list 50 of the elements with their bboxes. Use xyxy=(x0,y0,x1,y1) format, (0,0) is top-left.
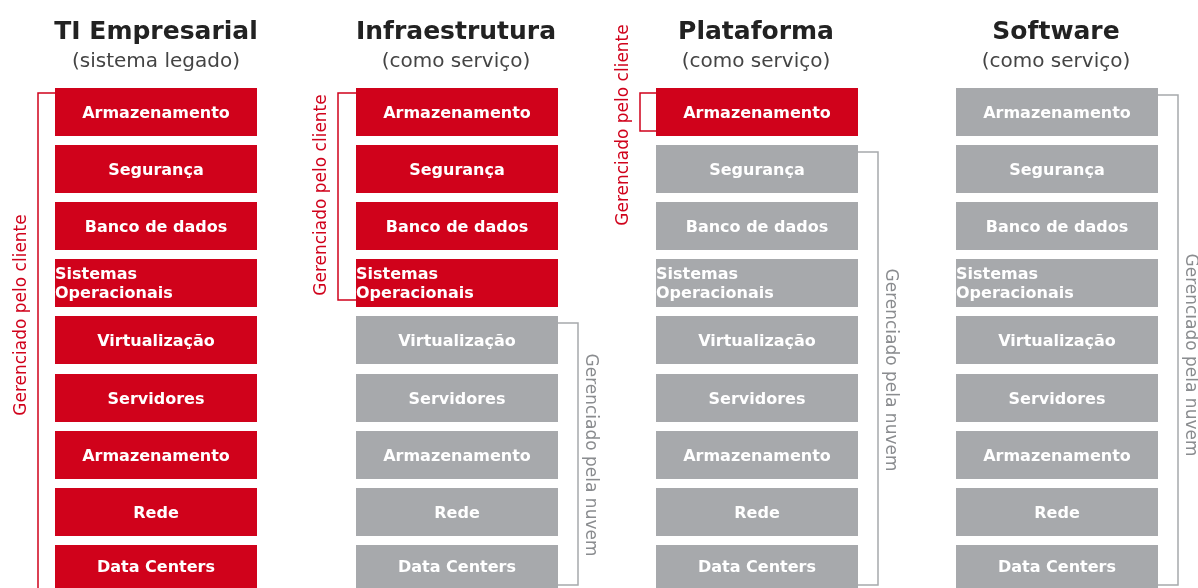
layer-box: Data Centers xyxy=(356,545,558,588)
column-title: TI Empresarial xyxy=(54,15,258,45)
layer-box: Servidores xyxy=(55,374,257,422)
layer-box: Virtualização xyxy=(656,316,858,364)
column-title: Infraestrutura xyxy=(356,15,556,45)
layer-box: Armazenamento xyxy=(55,88,257,136)
layer-box: Segurança xyxy=(55,145,257,193)
column-subtitle: (como serviço) xyxy=(681,48,831,72)
column-title: Software xyxy=(992,15,1120,45)
layer-box: Armazenamento xyxy=(656,431,858,479)
layer-box: Data Centers xyxy=(55,545,257,588)
layer-box: Servidores xyxy=(356,374,558,422)
bracket-label: Gerenciado pela nuvem xyxy=(1182,253,1198,457)
layer-box: Banco de dados xyxy=(55,202,257,250)
layer-box: Sistemas Operacionais xyxy=(55,259,257,307)
layer-box: Rede xyxy=(956,488,1158,536)
bracket-label: Gerenciado pelo cliente xyxy=(612,24,632,226)
bracket-label: Gerenciado pelo cliente xyxy=(10,214,30,416)
layer-box: Armazenamento xyxy=(956,88,1158,136)
layer-box: Segurança xyxy=(356,145,558,193)
layer-box: Sistemas Operacionais xyxy=(356,259,558,307)
layer-box: Sistemas Operacionais xyxy=(656,259,858,307)
layer-box: Data Centers xyxy=(656,545,858,588)
layer-box: Armazenamento xyxy=(656,88,858,136)
layer-box: Virtualização xyxy=(356,316,558,364)
layer-box: Data Centers xyxy=(956,545,1158,588)
layer-box: Servidores xyxy=(656,374,858,422)
column-subtitle: (como serviço) xyxy=(381,48,531,72)
layer-box: Banco de dados xyxy=(656,202,858,250)
layer-box: Armazenamento xyxy=(356,431,558,479)
layer-box: Banco de dados xyxy=(956,202,1158,250)
layer-box: Segurança xyxy=(956,145,1158,193)
layer-box: Sistemas Operacionais xyxy=(956,259,1158,307)
layer-box: Servidores xyxy=(956,374,1158,422)
bracket-label: Gerenciado pela nuvem xyxy=(582,353,602,557)
layer-box: Banco de dados xyxy=(356,202,558,250)
column-subtitle: (como serviço) xyxy=(981,48,1131,72)
layer-box: Rede xyxy=(656,488,858,536)
layer-box: Segurança xyxy=(656,145,858,193)
layer-box: Rede xyxy=(356,488,558,536)
layer-box: Armazenamento xyxy=(956,431,1158,479)
bracket-label: Gerenciado pelo cliente xyxy=(310,94,330,296)
layer-box: Armazenamento xyxy=(55,431,257,479)
layer-box: Armazenamento xyxy=(356,88,558,136)
layer-box: Virtualização xyxy=(55,316,257,364)
bracket-label: Gerenciado pela nuvem xyxy=(882,268,902,472)
column-title: Plataforma xyxy=(678,15,834,45)
layer-box: Virtualização xyxy=(956,316,1158,364)
column-subtitle: (sistema legado) xyxy=(72,48,240,72)
layer-box: Rede xyxy=(55,488,257,536)
